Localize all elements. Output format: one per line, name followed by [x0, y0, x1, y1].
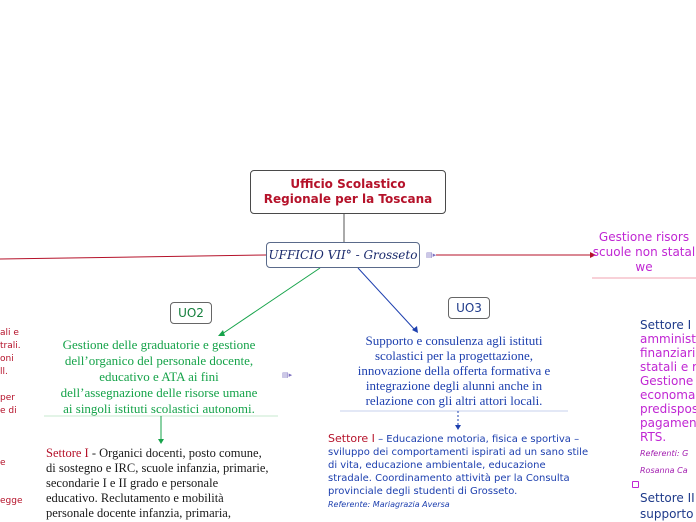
- uo2-settore-title: Settore I: [46, 446, 89, 460]
- right-settore2-text[interactable]: Settore II supporto: [640, 490, 696, 522]
- uo2-settore-text[interactable]: Settore I - Organici docenti, posto comu…: [46, 446, 296, 521]
- right-settore1-ref2: Rosanna Ca: [640, 466, 688, 475]
- uo3-referente: Referente: Mariagrazia Aversa: [328, 500, 450, 509]
- ufficio-to-uo3-line: [357, 267, 416, 331]
- right-branch-line: we: [635, 260, 653, 274]
- uo3-settore-title: Settore I: [328, 432, 375, 445]
- uo3-settore-line: sviluppo dei comportamenti ispirati ad u…: [328, 447, 589, 458]
- left-fragment-text: egge: [0, 495, 24, 508]
- note-icon[interactable]: ▤▸: [426, 251, 437, 259]
- right-settore1-line: predispos: [640, 402, 696, 416]
- uo2-label: UO2: [178, 306, 204, 320]
- right-settore1-line: pagamen: [640, 416, 696, 430]
- ufficio-to-left-line: [0, 254, 267, 260]
- ufficio-node[interactable]: UFFICIO VII° - Grosseto: [266, 242, 420, 268]
- left-fragment-line: e di: [0, 406, 17, 416]
- uo2-settore-line: secondarie I e II grado e personale: [46, 476, 219, 490]
- ufficio-to-uo2-line: [221, 267, 321, 335]
- uo2-desc-line: dell’organico del personale docente,: [64, 353, 254, 368]
- left-fragment-line: ll.: [0, 367, 8, 377]
- right-settore1-line: RTS.: [640, 430, 667, 444]
- root-node[interactable]: Ufficio Scolastico Regionale per la Tosc…: [250, 170, 446, 214]
- right-settore1-line: finanziari: [640, 346, 696, 360]
- right-branch-line: Gestione risors: [598, 230, 690, 244]
- uo3-settore-text[interactable]: Settore I – Educazione motoria, fisica e…: [328, 432, 620, 511]
- right-settore1-line: statali e r: [640, 360, 696, 374]
- right-branch-node[interactable]: Gestione risors scuole non statal we: [592, 230, 696, 275]
- uo3-node[interactable]: UO3: [448, 297, 490, 319]
- uo3-desc-line: integrazione degli alunni anche in: [365, 378, 543, 393]
- uo2-desc-line: Gestione delle graduatorie e gestione: [62, 337, 256, 352]
- uo3-settore-line: provinciale degli studenti di Grosseto.: [328, 486, 518, 497]
- uo3-settore-first: – Educazione motoria, fisica e sportiva …: [374, 434, 580, 445]
- right-branch-line: scuole non statal: [592, 245, 696, 259]
- uo2-node[interactable]: UO2: [170, 302, 212, 324]
- uo3-settore-line: di vita, educazione ambientale, educazio…: [328, 460, 546, 471]
- right-settore1-title: Settore I: [640, 318, 692, 332]
- uo2-description[interactable]: Gestione delle graduatorie e gestione de…: [44, 337, 274, 417]
- uo3-desc-line: relazione con gli altri attori locali.: [365, 393, 543, 408]
- uo2-settore-first: - Organici docenti, posto comune,: [88, 446, 262, 460]
- left-fragment-text: ali e trali. oni ll.: [0, 327, 24, 379]
- left-fragment-line: ali e: [0, 328, 19, 338]
- left-fragment-line: per: [0, 393, 15, 403]
- uo2-down-arrowhead: [158, 439, 164, 444]
- uo2-settore-line: di sostegno e IRC, scuole infanzia, prim…: [46, 461, 269, 475]
- uo3-label: UO3: [456, 301, 482, 315]
- uo2-desc-line: educativo e ATA ai fini: [99, 369, 219, 384]
- right-settore2-title: Settore II: [640, 491, 695, 505]
- ufficio-label: UFFICIO VII° - Grosseto: [268, 248, 418, 262]
- collapse-square-icon[interactable]: [632, 481, 639, 488]
- root-title-line1: Ufficio Scolastico: [290, 177, 406, 191]
- note-icon[interactable]: ▤▸: [282, 371, 293, 379]
- left-fragment-line: trali.: [0, 341, 21, 351]
- right-arrowhead: [590, 252, 596, 258]
- uo3-description[interactable]: Supporto e consulenza agli istituti scol…: [340, 333, 568, 408]
- uo2-desc-line: dell’assegnazione delle risorse umane: [60, 385, 258, 400]
- uo3-arrowhead: [412, 326, 418, 333]
- uo2-desc-line: ai singoli istituti scolastici autonomi.: [63, 401, 255, 416]
- right-settore2-line: supporto: [640, 507, 694, 521]
- right-settore1-line: Gestione: [640, 374, 694, 388]
- right-settore1-line: economa: [640, 388, 696, 402]
- uo3-settore-line: stradale. Coordinamento attività per la …: [328, 473, 570, 484]
- uo3-desc-line: Supporto e consulenza agli istituti: [365, 333, 543, 348]
- left-fragment-line: e: [0, 458, 6, 468]
- uo3-desc-line: scolastici per la progettazione,: [374, 348, 534, 363]
- left-fragment-line: oni: [0, 354, 14, 364]
- left-fragment-text: e: [0, 457, 24, 470]
- uo3-down-arrowhead: [455, 425, 461, 430]
- left-fragment-line: egge: [0, 496, 23, 506]
- uo2-settore-line: personale docente infanzia, primaria,: [46, 506, 231, 520]
- right-settore1-ref1: Referenti: G: [640, 449, 689, 458]
- uo2-settore-line: educativo. Reclutamento e mobilità: [46, 491, 224, 505]
- uo3-desc-line: innovazione della offerta formativa e: [357, 363, 551, 378]
- uo2-arrowhead: [218, 330, 225, 336]
- left-fragment-text: per e di: [0, 392, 24, 418]
- right-settore1-line: amminist: [640, 332, 696, 346]
- root-title-line2: Regionale per la Toscana: [263, 192, 433, 206]
- right-settore1-text[interactable]: Settore I amminist finanziari statali e …: [640, 318, 696, 478]
